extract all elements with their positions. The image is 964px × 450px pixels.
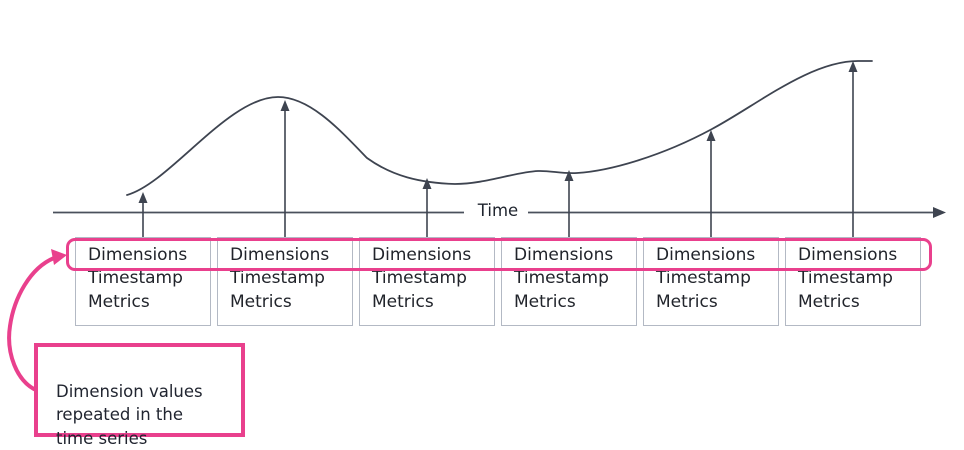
data-point-arrow-6 [848, 61, 858, 237]
callout-arrowhead-icon [51, 249, 67, 265]
record-dimensions-label: Dimensions [514, 245, 614, 265]
record-timestamp-label: Timestamp [230, 268, 325, 289]
record-dimensions-label: Dimensions [88, 245, 188, 265]
record-dimensions-label: Dimensions [230, 245, 330, 265]
time-axis-arrowhead-icon [933, 207, 946, 218]
time-axis-label: Time [477, 201, 519, 220]
record-metrics-label: Metrics [514, 291, 576, 312]
record-timestamp-label: Timestamp [514, 268, 609, 289]
record-timestamp-label: Timestamp [798, 268, 893, 289]
time-series-curve [126, 60, 873, 196]
callout-arrow [7, 249, 67, 393]
record-box-5: Dimensions Timestamp Metrics [643, 237, 779, 326]
data-point-arrows [138, 61, 858, 237]
data-point-arrow-5 [706, 130, 716, 237]
callout-box: Dimension values repeated in the time se… [34, 343, 245, 448]
data-point-arrow-2 [280, 100, 290, 237]
record-dimensions-label: Dimensions [656, 245, 756, 265]
record-metrics-label: Metrics [656, 291, 718, 312]
record-box-6: Dimensions Timestamp Metrics [785, 237, 921, 326]
data-point-arrow-3 [422, 178, 432, 237]
record-box-4: Dimensions Timestamp Metrics [501, 237, 637, 326]
data-point-arrow-4 [564, 170, 574, 237]
data-point-arrow-1 [138, 192, 148, 237]
record-timestamp-label: Timestamp [88, 268, 183, 289]
record-metrics-label: Metrics [372, 291, 434, 312]
record-metrics-label: Metrics [798, 291, 860, 312]
record-metrics-label: Metrics [88, 291, 150, 312]
record-box-2: Dimensions Timestamp Metrics [217, 237, 353, 326]
record-timestamp-label: Timestamp [372, 268, 467, 289]
record-timestamp-label: Timestamp [656, 268, 751, 289]
record-dimensions-label: Dimensions [372, 245, 472, 265]
callout-text: Dimension values repeated in the time se… [56, 381, 203, 448]
record-boxes-row: Dimensions Timestamp Metrics Dimensions … [75, 237, 921, 326]
record-box-1: Dimensions Timestamp Metrics [75, 237, 211, 326]
record-box-3: Dimensions Timestamp Metrics [359, 237, 495, 326]
record-dimensions-label: Dimensions [798, 245, 898, 265]
record-metrics-label: Metrics [230, 291, 292, 312]
